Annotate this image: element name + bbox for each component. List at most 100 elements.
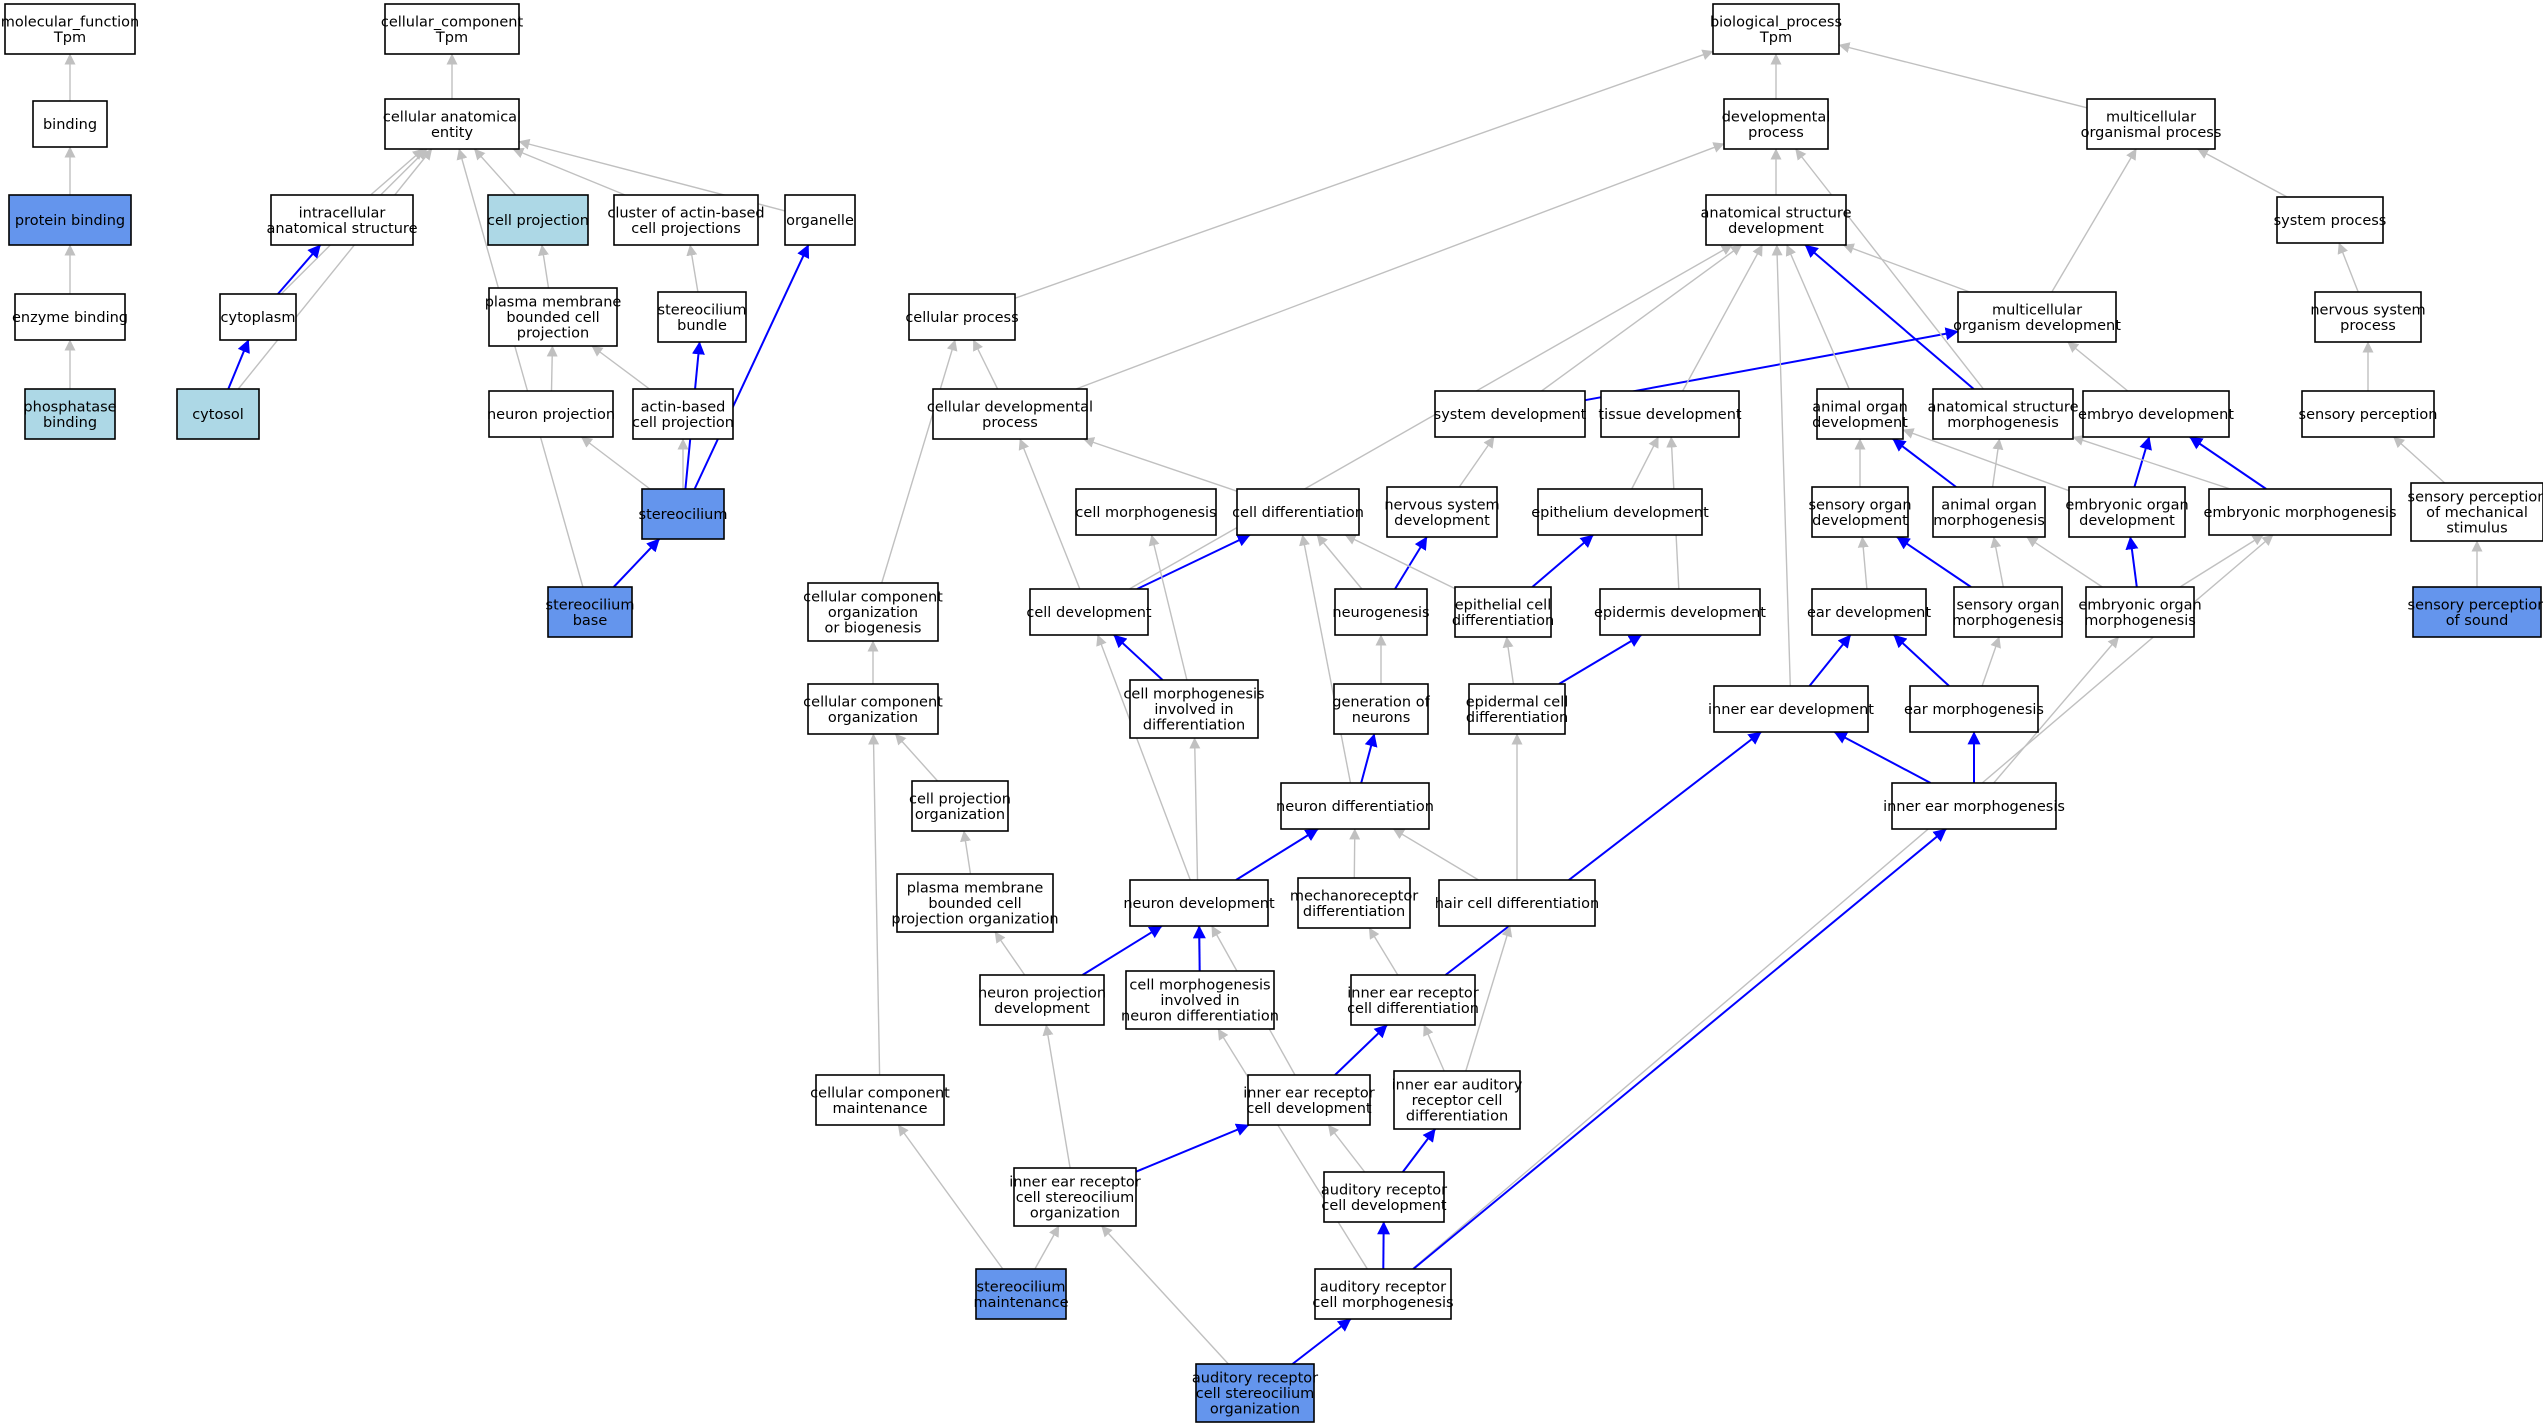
go-term-node-epithelium_dev[interactable]: epithelium development <box>1531 488 1709 536</box>
go-term-node-ear_dev[interactable]: ear development <box>1807 588 1931 636</box>
go-term-node-organelle[interactable]: organelle <box>784 194 856 246</box>
go-term-node-epidermis_dev[interactable]: epidermis development <box>1594 588 1766 636</box>
is-a-edge-neuron_dev-to-cell_dev <box>1096 634 1191 881</box>
go-term-node-ear_morph[interactable]: ear morphogenesis <box>1904 685 2044 733</box>
go-term-node-neuron_dev[interactable]: neuron development <box>1123 879 1275 927</box>
go-term-node-enzyme_binding[interactable]: enzyme binding <box>12 293 128 341</box>
is-a-edge-mod-to-asd <box>1842 243 1970 293</box>
go-term-node-embryo_dev[interactable]: embryo development <box>2078 390 2234 438</box>
go-term-node-neuron_projection[interactable]: neuron projection <box>487 390 615 438</box>
part-of-edge-arcm-to-iem <box>1412 828 1947 1270</box>
is-a-edge-system_dev-to-asd <box>1541 244 1743 392</box>
go-term-node-tissue_dev[interactable]: tissue development <box>1598 390 1742 438</box>
go-term-label-line: biological_process <box>1710 14 1842 30</box>
go-term-node-cytosol[interactable]: cytosol <box>176 388 260 440</box>
go-term-node-iem[interactable]: inner ear morphogenesis <box>1883 782 2065 830</box>
go-term-box <box>8 194 132 246</box>
go-term-node-stereocilium[interactable]: stereocilium <box>639 488 728 540</box>
go-term-node-neuron_diff[interactable]: neuron differentiation <box>1276 782 1434 830</box>
go-term-node-cytoplasm[interactable]: cytoplasm <box>219 293 297 341</box>
part-of-edge-asm-to-asd <box>1804 244 1975 390</box>
go-term-node-cellular_process[interactable]: cellular process <box>905 293 1019 341</box>
go-term-node-cell_dev[interactable]: cell development <box>1026 588 1152 636</box>
go-term-node-system_dev[interactable]: system development <box>1434 390 1587 438</box>
go-term-node-cell_projection[interactable]: cell projection <box>487 194 589 246</box>
go-term-node-protein_binding[interactable]: protein binding <box>8 194 132 246</box>
go-term-node-neurogenesis[interactable]: neurogenesis <box>1332 588 1430 636</box>
go-term-box <box>979 974 1105 1026</box>
go-term-node-sensory_perception[interactable]: sensory perception <box>2299 390 2438 438</box>
go-term-node-system_process[interactable]: system process <box>2274 196 2387 244</box>
go-term-node-cell_diff[interactable]: cell differentiation <box>1232 488 1364 536</box>
go-term-label-line: development <box>1812 415 1908 431</box>
is-a-edge-stereocilium_bundle-to-cluster_actin <box>686 244 699 293</box>
go-term-node-hair_cell_diff[interactable]: hair cell differentiation <box>1435 879 1600 927</box>
go-term-node-binding[interactable]: binding <box>32 100 108 148</box>
go-term-label-line: differentiation <box>1406 1109 1508 1125</box>
go-term-node-cell_morph[interactable]: cell morphogenesis <box>1075 488 1217 536</box>
go-term-label-line: nervous system <box>1384 497 1499 513</box>
go-term-box <box>2410 482 2543 542</box>
go-term-box <box>1075 488 1217 536</box>
go-term-node-emorph[interactable]: embryonic morphogenesis <box>2203 488 2397 536</box>
go-term-label-line: organismal process <box>2081 125 2222 141</box>
go-term-label-line: animal organ <box>1941 497 2037 513</box>
go-term-node-ied[interactable]: inner ear development <box>1708 685 1874 733</box>
is-a-edge-stereocilium_maint-to-ccm <box>897 1124 1004 1270</box>
